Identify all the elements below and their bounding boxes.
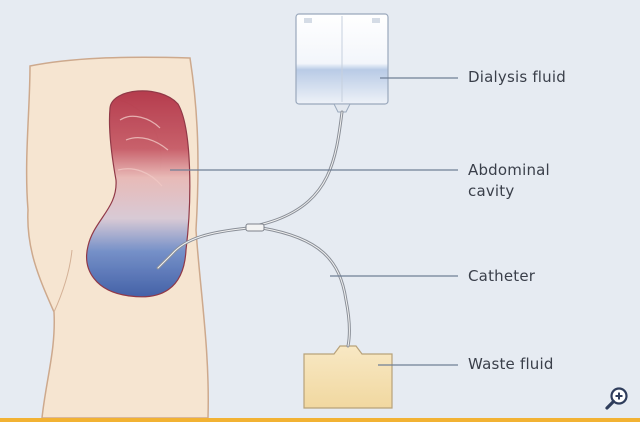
label-catheter: Catheter	[468, 266, 535, 287]
leader-lines	[170, 78, 458, 365]
waste-fluid-bag	[304, 346, 392, 408]
magnifier-plus-icon[interactable]	[604, 386, 630, 412]
catheter-connector	[246, 224, 264, 231]
label-abdominal-cavity: Abdominal cavity	[468, 160, 550, 202]
label-dialysis-fluid: Dialysis fluid	[468, 67, 566, 88]
label-waste-fluid: Waste fluid	[468, 354, 554, 375]
dialysis-fluid-bag	[296, 14, 388, 112]
